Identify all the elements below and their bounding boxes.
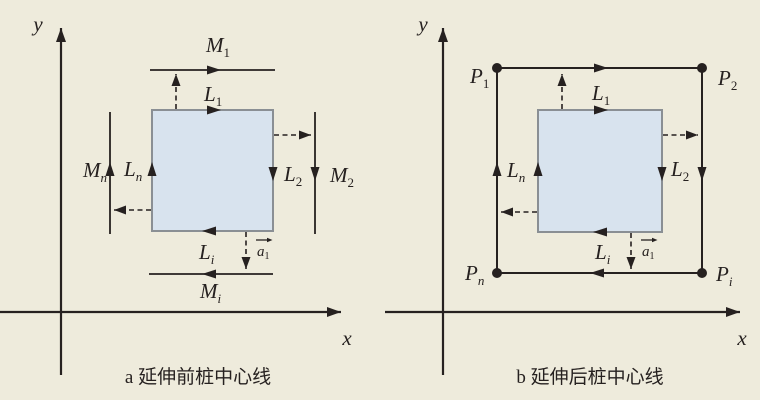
label-L1-a: L1	[203, 82, 222, 109]
label-a1-a: a1	[257, 244, 270, 262]
mi-line-arrow-icon	[202, 269, 216, 279]
label-M1: M1	[205, 33, 230, 60]
outer-left-arrow-icon	[492, 162, 502, 176]
label-L2-b: L2	[670, 157, 689, 184]
diagram-a-before-extension: y x M1 L1 Mn Ln L2 M2 Li Mi a1 a 延伸前桩中心线	[0, 12, 354, 388]
label-a1-b: a1	[642, 244, 655, 262]
y-axis-label-a: y	[31, 12, 43, 36]
x-axis-label-b: x	[736, 326, 747, 350]
label-Ln-a: Ln	[123, 157, 142, 184]
outer-right-arrow-icon	[697, 167, 707, 181]
point-Pn-dot	[492, 268, 502, 278]
point-P2-dot	[697, 63, 707, 73]
l1-edge-arrow-icon	[207, 105, 221, 115]
point-Pi-dot	[697, 268, 707, 278]
label-L2-a: L2	[283, 162, 302, 189]
mn-line-arrow-icon	[105, 162, 115, 176]
label-Li-a: Li	[198, 240, 215, 267]
ln-edge-arrow-b-icon	[533, 162, 543, 176]
label-Mi: Mi	[199, 279, 222, 306]
li-edge-arrow-b-icon	[593, 227, 607, 237]
caption-a: a 延伸前桩中心线	[125, 366, 271, 388]
label-Mn: Mn	[82, 158, 107, 185]
label-Ln-b: Ln	[506, 158, 525, 185]
diagram-b-after-extension: y x P1 P2 Pn Pi L1 Ln L2 Li a1 b 延伸后桩中心线	[380, 0, 760, 400]
m1-line-arrow-icon	[207, 65, 221, 75]
diagram-b-svg: y x P1 P2 Pn Pi L1 Ln L2 Li a1 b 延伸后桩中心线	[385, 12, 747, 388]
label-Pn: Pn	[464, 261, 484, 288]
outer-bottom-arrow-icon	[590, 268, 604, 278]
li-edge-arrow-icon	[202, 226, 216, 236]
x-axis-label-a: x	[341, 326, 352, 350]
pile-square-b	[537, 109, 663, 233]
a1-vector-arrow-icon-a	[267, 237, 273, 243]
ln-edge-arrow-icon	[147, 162, 157, 176]
label-Li-b: Li	[594, 240, 611, 267]
label-M2: M2	[329, 163, 354, 190]
caption-b: b 延伸后桩中心线	[516, 366, 663, 388]
label-P2: P2	[717, 66, 737, 93]
label-Pi: Pi	[715, 262, 733, 289]
pile-square-a	[151, 109, 274, 232]
diagram-a-svg: y x M1 L1 Mn Ln L2 M2 Li Mi a1 a 延伸前桩中心线	[0, 12, 354, 388]
point-P1-dot	[492, 63, 502, 73]
m2-line-arrow-icon	[310, 167, 320, 181]
label-P1: P1	[469, 64, 489, 91]
label-L1-b: L1	[591, 81, 610, 108]
l1-edge-arrow-b-icon	[594, 105, 608, 115]
y-axis-label-b: y	[416, 12, 428, 36]
a1-vector-arrow-icon-b	[652, 237, 658, 243]
l2-edge-arrow-b-icon	[657, 167, 667, 181]
outer-top-arrow-icon	[594, 63, 608, 73]
l2-edge-arrow-icon	[268, 167, 278, 181]
